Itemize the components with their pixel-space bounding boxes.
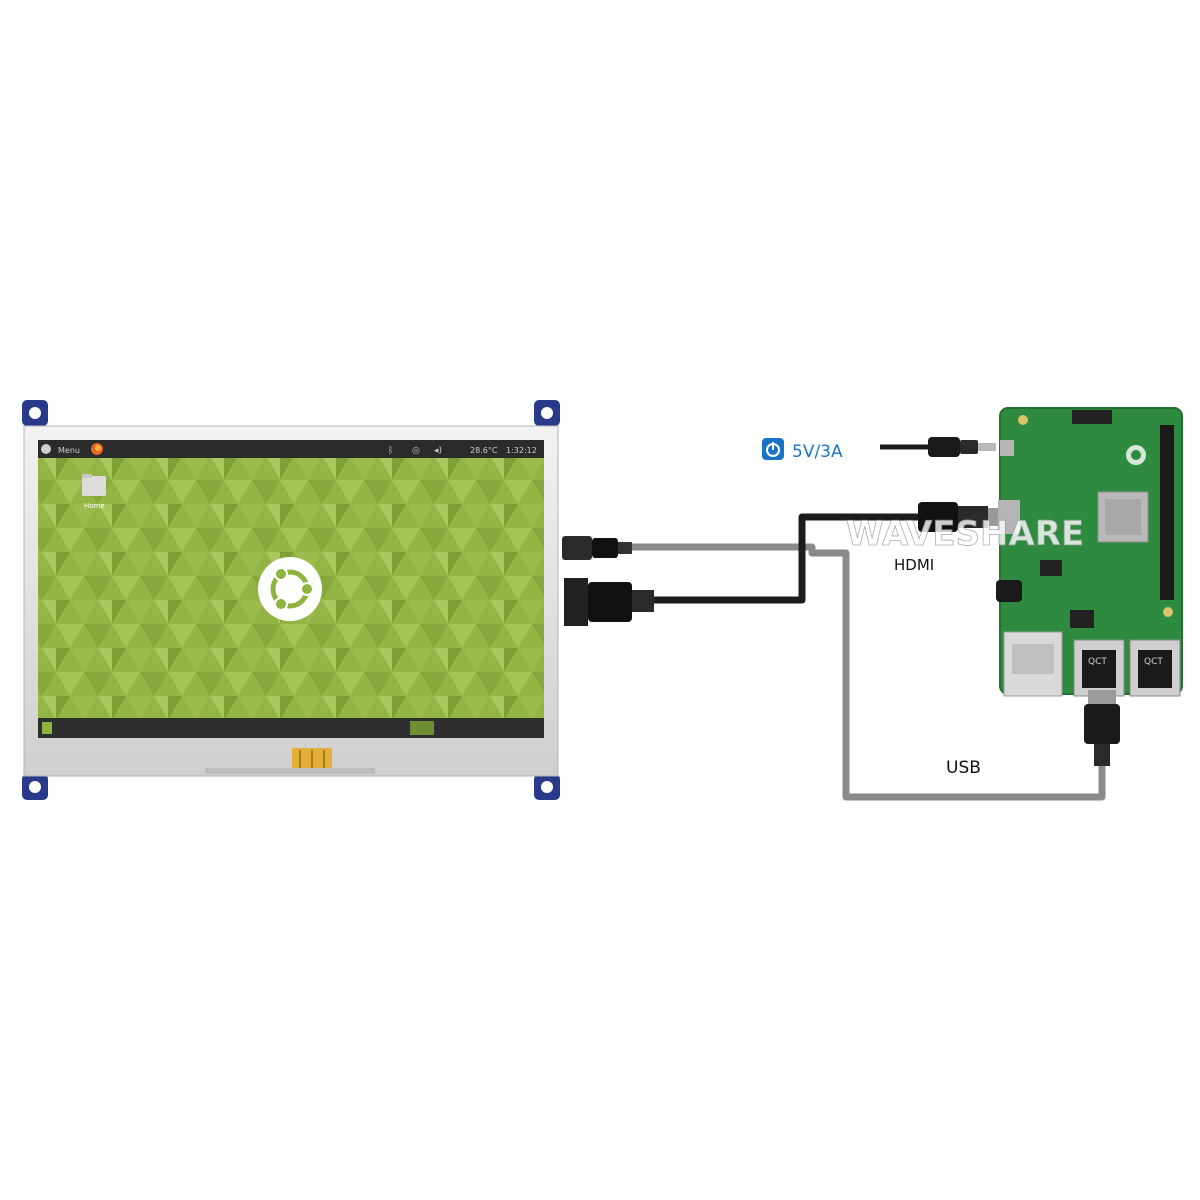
mounting-hole-bottom-right (534, 774, 560, 800)
clock: 1:32:12 (506, 446, 537, 455)
mounting-hole-top-right (534, 400, 560, 426)
usb-port-2: QCT (1129, 639, 1181, 697)
lcd-display: Menu ᛒ ◎ ◂) 28.6°C 1:32:12 Home (22, 400, 560, 800)
usb-connector-display (562, 536, 632, 560)
gpio-header (1160, 425, 1174, 600)
menu-icon[interactable] (41, 444, 51, 454)
top-panel (38, 440, 544, 458)
desktop-icon-label: Home (84, 502, 105, 510)
volume-icon[interactable]: ◂) (434, 446, 442, 456)
power-label-group: 5V/3A (762, 438, 843, 462)
firefox-icon[interactable] (91, 443, 103, 455)
raspberry-logo-icon (1126, 445, 1146, 465)
temperature-indicator: 28.6°C (470, 446, 498, 455)
power-label: 5V/3A (792, 442, 843, 462)
folder-icon[interactable] (82, 474, 106, 496)
hdmi-connector-display (564, 578, 654, 626)
svg-text:QCT: QCT (1144, 657, 1163, 667)
taskbar-item[interactable] (410, 721, 434, 735)
usb-connector-board (1084, 690, 1120, 766)
hdmi-label: HDMI (894, 556, 934, 574)
svg-text:QCT: QCT (1088, 657, 1107, 667)
watermark: WAVESHARE (846, 514, 1084, 554)
hdmi-connector-board (918, 502, 1000, 532)
raspberry-pi-board: QCT QCT (996, 407, 1183, 697)
mounting-hole-top-left (22, 400, 48, 426)
usb-port-1: QCT (1073, 639, 1125, 697)
mounting-hole-bottom-left (22, 774, 48, 800)
cables (630, 444, 1106, 801)
power-plug (928, 437, 996, 457)
audio-jack (996, 580, 1022, 602)
bluetooth-icon[interactable]: ᛒ (388, 445, 393, 456)
show-desktop-button[interactable] (42, 722, 52, 734)
bottom-panel (38, 718, 544, 738)
menu-label: Menu (58, 446, 80, 455)
usb-label: USB (946, 758, 981, 778)
power-icon (762, 438, 784, 460)
wifi-icon[interactable]: ◎ (412, 446, 420, 456)
usb-cable (630, 543, 1106, 801)
hdmi-cable (652, 513, 920, 604)
ubuntu-logo-icon (258, 557, 322, 621)
